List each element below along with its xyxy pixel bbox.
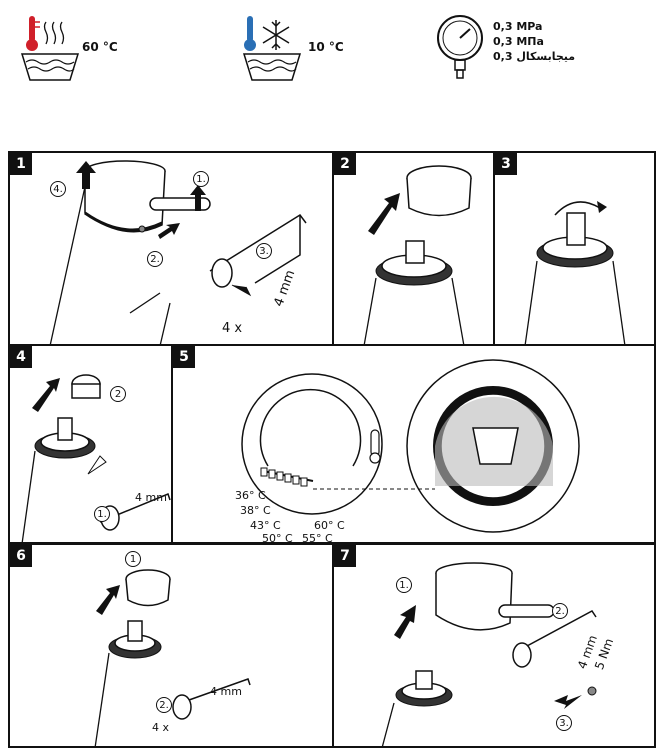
step-number: 2: [334, 153, 356, 175]
step-3-panel: 3: [493, 151, 656, 346]
step-6-panel: 6 1 2. 4 mm 4 x: [8, 543, 334, 748]
step-7-panel: 7 1. 2. 3. 4 mm 5 Nm: [332, 543, 656, 748]
step-1-panel: 1 4. 1. 2. 3. 4 mm 4 x: [8, 151, 334, 346]
step-number: 6: [10, 545, 32, 567]
callout-2: 2.: [552, 603, 568, 619]
temperature-limiter-illustration: [241, 359, 580, 533]
callout-1: 1.: [396, 577, 412, 593]
faucet-handle-removal-illustration: [49, 160, 307, 344]
callout-2: 2.: [156, 697, 172, 713]
handle-reinstall-illustration: [381, 562, 597, 746]
callout-3: 3.: [556, 715, 572, 731]
cold-water-snowflake-icon: [242, 16, 302, 81]
step-2-panel: 2: [332, 151, 495, 346]
cold-temperature: 10 °C: [308, 40, 344, 54]
step-5-panel: 5 36° C 38° C 43° C 50° C 55° C 60° C: [171, 344, 656, 544]
repeat-count: 4 x: [222, 321, 243, 336]
hex-key-size: 4 mm: [135, 491, 167, 504]
hex-key-size: 4 mm: [210, 685, 242, 698]
step-number: 7: [334, 545, 356, 567]
callout-4: 4.: [50, 181, 66, 197]
pressure-mpa-arabic: 0,3 ميجابسكال: [493, 50, 576, 63]
temp-43: 43° C: [250, 519, 281, 532]
step-number: 4: [10, 346, 32, 368]
callout-1: 1.: [193, 171, 209, 187]
cartridge-nut-illustration: [524, 201, 626, 344]
temp-38: 38° C: [240, 504, 271, 517]
step-number: 3: [495, 153, 517, 175]
hot-temperature: 60 °C: [82, 40, 118, 54]
temp-55: 55° C: [302, 532, 333, 544]
pressure-mpa-cyrillic: 0,3 МПа: [493, 35, 544, 48]
callout-1: 1: [125, 551, 141, 567]
temp-50: 50° C: [262, 532, 293, 544]
temp-36: 36° C: [235, 489, 266, 502]
cap-removal-illustration: [363, 165, 472, 344]
step-4-panel: 4 1. 2 4 mm: [8, 344, 173, 544]
pressure-gauge-icon: [437, 15, 483, 79]
step-number: 5: [173, 346, 195, 368]
cap-reinstall-illustration: [94, 569, 251, 746]
pressure-mpa: 0,3 MPa: [493, 20, 543, 33]
temp-60: 60° C: [314, 519, 345, 532]
hot-water-thermometer-icon: [20, 16, 80, 81]
callout-3: 3.: [256, 243, 272, 259]
step-number: 1: [10, 153, 32, 175]
callout-1: 1.: [94, 506, 110, 522]
thermostat-ring-removal-illustration: [21, 374, 171, 542]
repeat-count: 4 x: [152, 721, 170, 734]
callout-2: 2.: [147, 251, 163, 267]
callout-2: 2: [110, 386, 126, 402]
